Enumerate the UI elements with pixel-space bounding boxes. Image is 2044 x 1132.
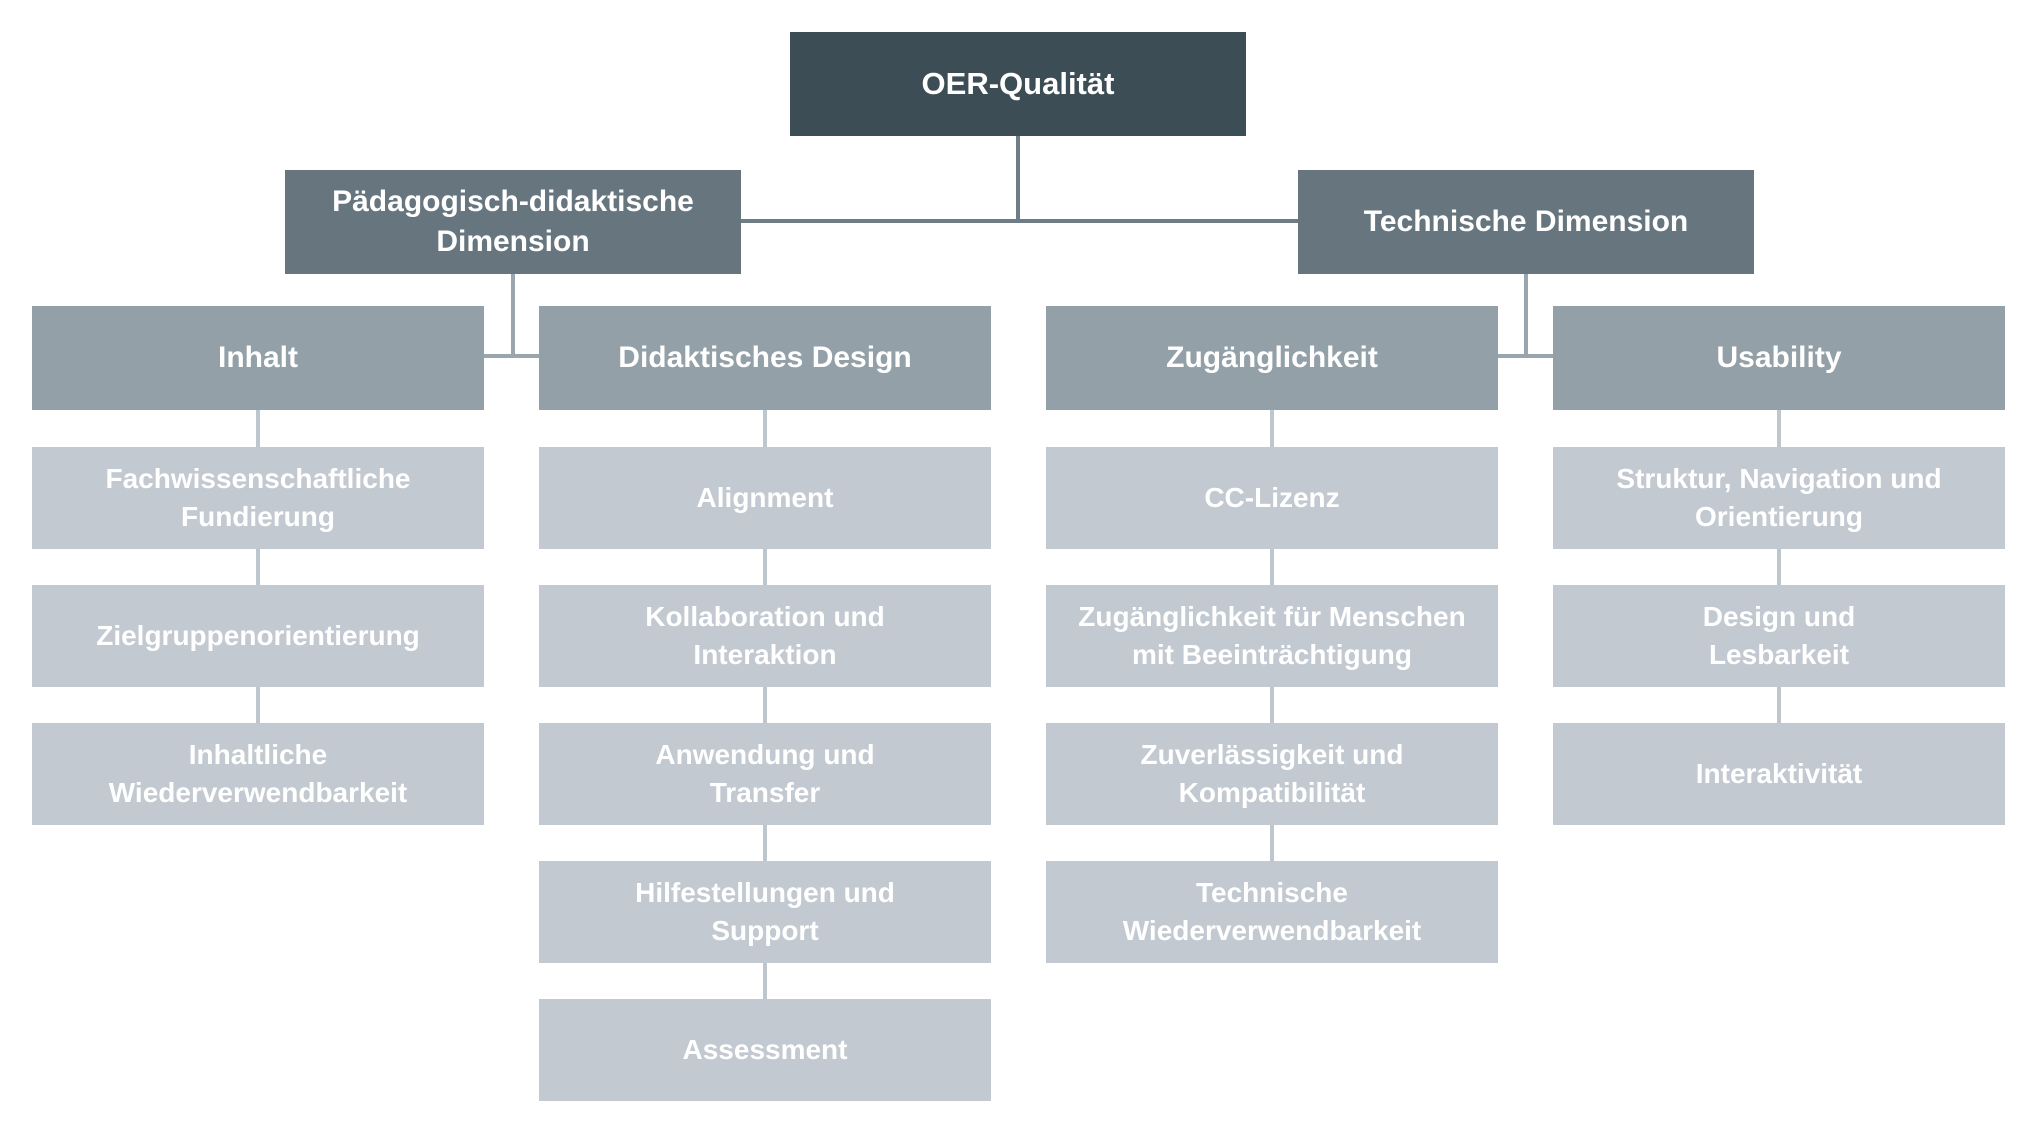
connector-paed-horizontal	[480, 354, 545, 358]
node-label: Pädagogisch-didaktische Dimension	[332, 185, 694, 258]
node-label: Kollaboration und Interaktion	[645, 601, 885, 670]
node-fachwissenschaftliche-fundierung: Fachwissenschaftliche Fundierung	[32, 447, 484, 549]
node-label: Didaktisches Design	[618, 341, 912, 374]
connector-column-inhalt	[256, 360, 260, 760]
node-technische-wiederverwendbarkeit: Technische Wiederverwendbarkeit	[1046, 861, 1498, 963]
connector-dimensions-horizontal	[741, 219, 1298, 223]
node-inhaltliche-wiederverwendbarkeit: Inhaltliche Wiederverwendbarkeit	[32, 723, 484, 825]
node-label: Interaktivität	[1695, 758, 1863, 789]
node-label: Technische Wiederverwendbarkeit	[1122, 877, 1422, 946]
node-label: Zugänglichkeit	[1166, 341, 1378, 374]
node-label: Assessment	[682, 1034, 848, 1065]
node-label: Struktur, Navigation und Orientierung	[1616, 463, 1942, 532]
node-zielgruppenorientierung: Zielgruppenorientierung	[32, 585, 484, 687]
node-interaktivitaet: Interaktivität	[1553, 723, 2005, 825]
node-label: Technische Dimension	[1363, 205, 1689, 238]
node-design-und-lesbarkeit: Design und Lesbarkeit	[1553, 585, 2005, 687]
connector-column-didaktisches-design	[763, 360, 767, 1050]
node-label: Alignment	[696, 482, 834, 513]
node-label: Usability	[1716, 341, 1842, 374]
node-oer-qualitaet: OER-Qualität	[790, 32, 1246, 136]
connector-root-vertical	[1016, 136, 1020, 223]
node-didaktisches-design: Didaktisches Design	[539, 306, 991, 410]
node-label: Inhalt	[218, 341, 298, 374]
node-label: Hilfestellungen und Support	[635, 877, 895, 946]
node-kollaboration-und-interaktion: Kollaboration und Interaktion	[539, 585, 991, 687]
node-label: Fachwissenschaftliche Fundierung	[105, 463, 411, 532]
node-inhalt: Inhalt	[32, 306, 484, 410]
node-assessment: Assessment	[539, 999, 991, 1101]
connector-column-usability	[1777, 360, 1781, 760]
node-label: Zugänglichkeit für Menschen mit Beeinträ…	[1078, 601, 1466, 670]
node-hilfestellungen-und-support: Hilfestellungen und Support	[539, 861, 991, 963]
node-label: Inhaltliche Wiederverwendbarkeit	[108, 739, 408, 808]
node-usability: Usability	[1553, 306, 2005, 410]
node-paedagogisch-didaktische-dimension: Pädagogisch-didaktische Dimension	[285, 170, 741, 274]
node-label: OER-Qualität	[921, 66, 1115, 101]
node-cc-lizenz: CC-Lizenz	[1046, 447, 1498, 549]
node-label: Design und Lesbarkeit	[1702, 601, 1856, 670]
connector-tech-vertical	[1524, 274, 1528, 358]
node-anwendung-und-transfer: Anwendung und Transfer	[539, 723, 991, 825]
node-label: Zuverlässigkeit und Kompatibilität	[1140, 739, 1404, 808]
node-label: Zielgruppenorientierung	[96, 620, 420, 651]
node-alignment: Alignment	[539, 447, 991, 549]
node-technische-dimension: Technische Dimension	[1298, 170, 1754, 274]
node-struktur-navigation-orientierung: Struktur, Navigation und Orientierung	[1553, 447, 2005, 549]
node-zuverlaessigkeit-und-kompatibilitaet: Zuverlässigkeit und Kompatibilität	[1046, 723, 1498, 825]
node-zugaenglichkeit-beeintraechtigung: Zugänglichkeit für Menschen mit Beeinträ…	[1046, 585, 1498, 687]
connector-paed-vertical	[511, 274, 515, 358]
node-label: CC-Lizenz	[1204, 482, 1340, 513]
connector-tech-horizontal	[1493, 354, 1558, 358]
node-label: Anwendung und Transfer	[655, 739, 875, 808]
node-zugaenglichkeit: Zugänglichkeit	[1046, 306, 1498, 410]
